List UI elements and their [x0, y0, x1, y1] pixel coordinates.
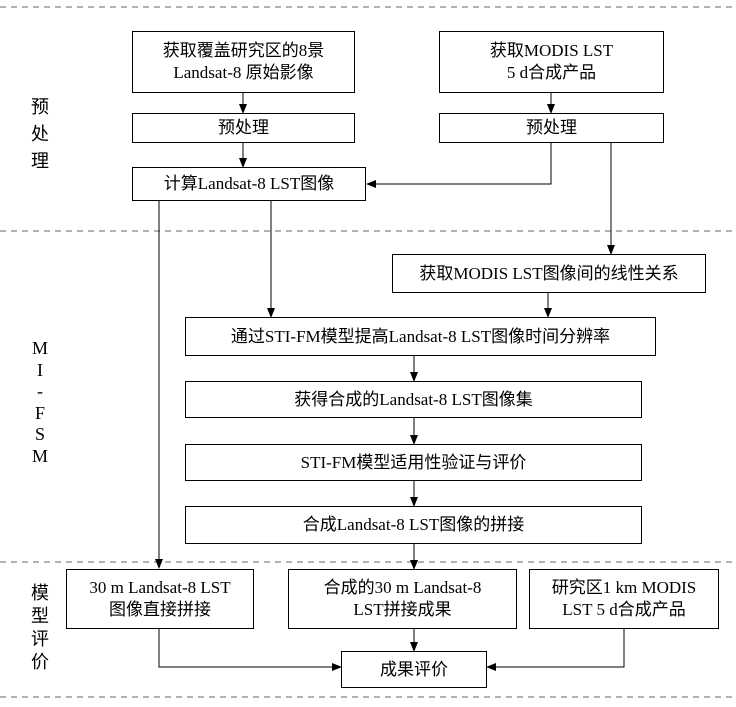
box-mosaic: 合成Landsat-8 LST图像的拼接: [185, 506, 642, 544]
stage-char: 模: [31, 583, 49, 603]
connectors: [155, 93, 625, 671]
arrow-modis-preprocess-to-compute-lst: [366, 143, 552, 188]
box-line: 通过STI-FM模型提高Landsat-8 LST图像时间分辨率: [230, 326, 611, 346]
stage-label-preprocess: 预 处 理: [28, 97, 52, 171]
box-line: 5 d合成产品: [506, 63, 597, 82]
stage-char: S: [34, 424, 45, 444]
box-line: 研究区1 km MODIS: [551, 578, 697, 597]
stage-char: -: [37, 381, 43, 401]
box-line: 预处理: [526, 118, 577, 137]
box-synthesized-set: 获得合成的Landsat-8 LST图像集: [185, 381, 642, 418]
stage-char: 处: [31, 124, 49, 144]
box-line: 合成的30 m Landsat-8: [323, 578, 482, 597]
stage-char: I: [37, 359, 43, 380]
box-sti-fm-improve: 通过STI-FM模型提高Landsat-8 LST图像时间分辨率: [185, 317, 656, 356]
stage-char: 型: [31, 606, 49, 626]
box-line: 获得合成的Landsat-8 LST图像集: [294, 389, 533, 409]
box-synth-mosaic-result: 合成的30 m Landsat-8 LST拼接成果: [288, 569, 517, 629]
stage-char: 理: [31, 151, 49, 171]
box-validation: STI-FM模型适用性验证与评价: [185, 444, 642, 481]
box-line: 成果评价: [380, 659, 448, 679]
stage-char: 价: [31, 652, 49, 672]
box-line: 预处理: [218, 118, 269, 137]
stage-char: 预: [31, 97, 49, 117]
stage-label-mi-fsm: M I - F S M: [26, 338, 54, 467]
stage-char: M: [31, 445, 48, 466]
box-acquire-landsat: 获取覆盖研究区的8景 Landsat-8 原始影像: [132, 31, 355, 93]
stage-char: 评: [31, 629, 49, 649]
box-line: Landsat-8 原始影像: [173, 63, 314, 82]
box-line: 计算Landsat-8 LST图像: [163, 174, 335, 193]
arrow-modis-product-to-evaluation: [486, 629, 625, 671]
box-evaluate-results: 成果评价: [341, 651, 487, 688]
box-line: STI-FM模型适用性验证与评价: [300, 452, 527, 472]
box-modis-product: 研究区1 km MODIS LST 5 d合成产品: [529, 569, 719, 629]
stage-char: F: [34, 402, 45, 423]
box-line: 图像直接拼接: [109, 600, 211, 619]
box-line: 获取MODIS LST图像间的线性关系: [419, 263, 679, 283]
arrow-direct-mosaic-to-evaluation: [158, 629, 342, 671]
stage-char: M: [31, 338, 48, 358]
box-line: 获取MODIS LST: [489, 41, 614, 60]
box-line: 获取覆盖研究区的8景: [162, 41, 325, 60]
section-separators: [0, 6, 736, 698]
box-acquire-modis: 获取MODIS LST 5 d合成产品: [439, 31, 664, 93]
box-line: 合成Landsat-8 LST图像的拼接: [302, 515, 525, 534]
box-preprocess-landsat: 预处理: [132, 113, 355, 143]
box-line: LST拼接成果: [353, 600, 452, 619]
box-preprocess-modis: 预处理: [439, 113, 664, 143]
box-line: 30 m Landsat-8 LST: [89, 578, 231, 597]
stage-label-evaluation: 模 型 评 价: [28, 583, 52, 672]
box-compute-lst: 计算Landsat-8 LST图像: [132, 167, 366, 201]
box-direct-mosaic: 30 m Landsat-8 LST 图像直接拼接: [66, 569, 254, 629]
box-line: LST 5 d合成产品: [562, 600, 686, 619]
box-modis-relation: 获取MODIS LST图像间的线性关系: [392, 254, 706, 293]
